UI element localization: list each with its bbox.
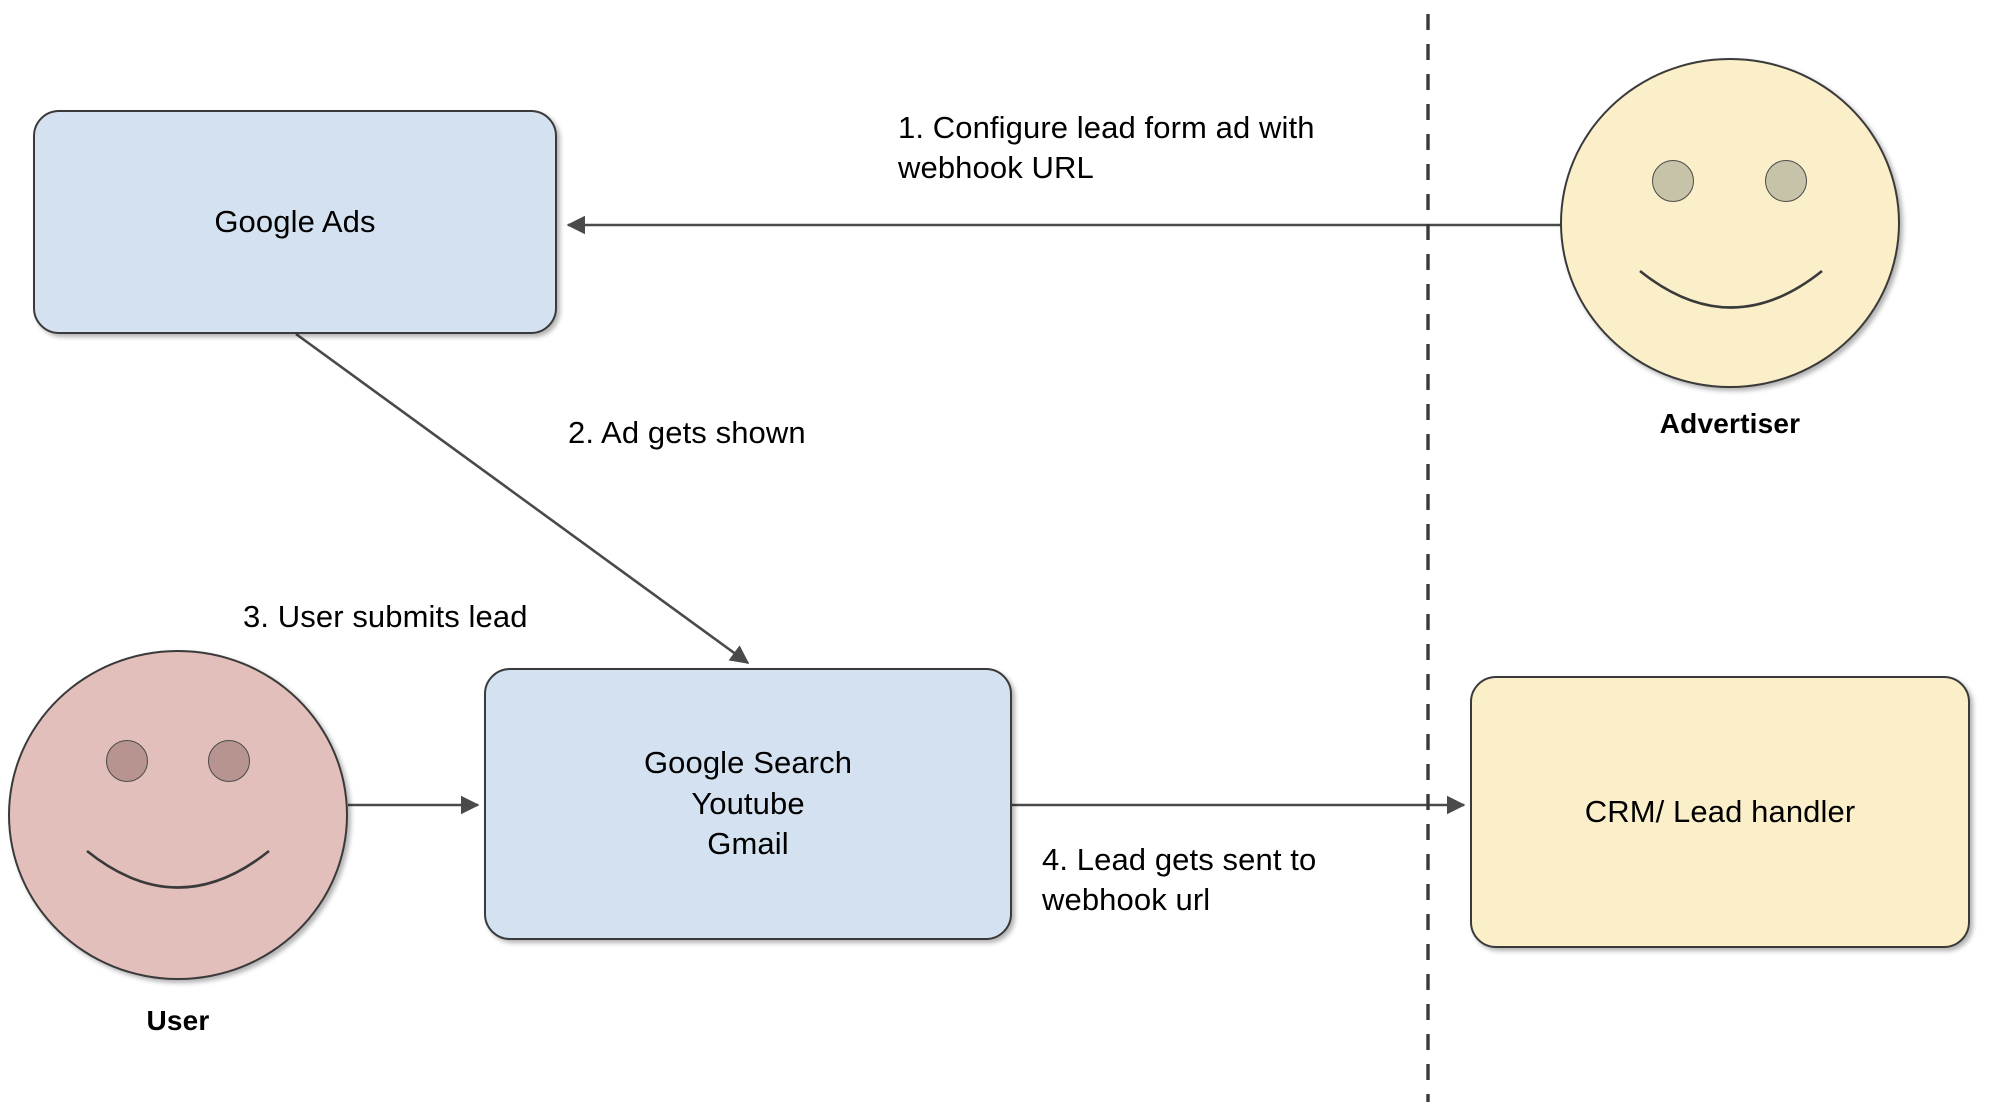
node-google-ads[interactable]: Google Ads [33, 110, 557, 334]
edge-label-step-1: 1. Configure lead form ad with webhook U… [898, 110, 1315, 185]
actor-advertiser[interactable]: Advertiser [1560, 58, 1900, 448]
node-google-surfaces[interactable]: Google Search Youtube Gmail [484, 668, 1012, 940]
actor-user[interactable]: User [8, 650, 348, 1050]
edge-label-step-2: 2. Ad gets shown [568, 415, 806, 450]
actor-user-caption: User [146, 1005, 210, 1036]
user-left-eye-icon [106, 740, 148, 782]
node-google-ads-label: Google Ads [214, 203, 376, 239]
user-right-eye-icon [208, 740, 250, 782]
node-crm-lead-handler[interactable]: CRM/ Lead handler [1470, 676, 1970, 948]
edge-label-step-4: 4. Lead gets sent to webhook url [1042, 842, 1317, 917]
edge-label-step-3: 3. User submits lead [243, 599, 528, 634]
advertiser-smile-icon [1639, 269, 1823, 309]
node-crm-lead-handler-label: CRM/ Lead handler [1584, 793, 1856, 829]
node-google-surfaces-label: Google Search Youtube Gmail [643, 744, 853, 862]
user-smile-icon [86, 849, 270, 889]
advertiser-left-eye-icon [1652, 160, 1694, 202]
user-face-icon [8, 650, 348, 980]
advertiser-right-eye-icon [1765, 160, 1807, 202]
actor-advertiser-caption: Advertiser [1659, 408, 1801, 439]
advertiser-face-icon [1560, 58, 1900, 388]
